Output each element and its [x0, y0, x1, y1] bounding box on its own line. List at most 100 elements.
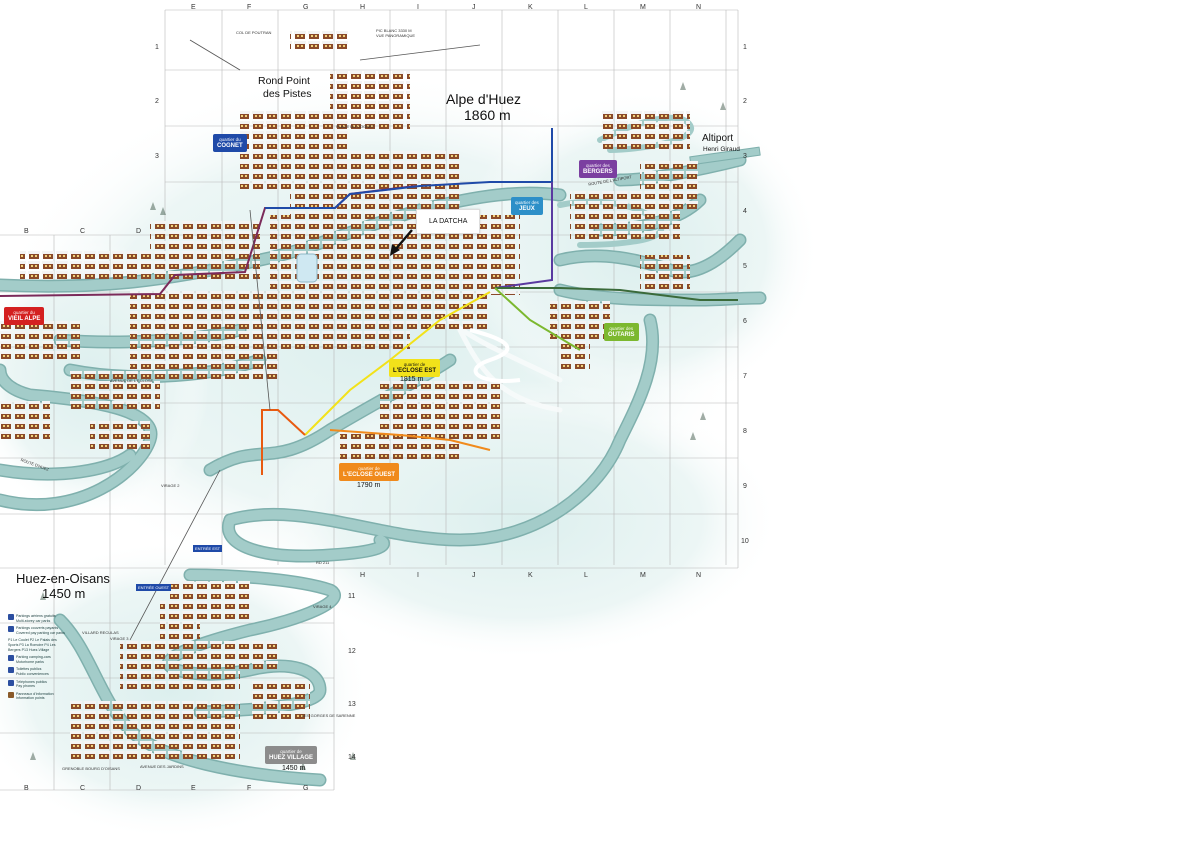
grid-col-label: D [136, 228, 142, 235]
grid-row-label: 13 [348, 701, 356, 708]
legend-sub: Information points [16, 696, 45, 701]
grid-row-label: 14 [348, 754, 356, 761]
label-entree-est: ENTRÉE EST [193, 545, 223, 552]
grid-col-label: N [696, 4, 702, 11]
place-name-alpe-dhuez: Alpe d'Huez [446, 91, 522, 107]
label-avenue-eclose: AVENUE DE L'ECLOSE [110, 378, 154, 383]
grid-col-label: F [247, 785, 252, 792]
label-villard-reculas: VILLARD RECULAS [82, 630, 119, 635]
quarter-badge-label: JEUX [519, 206, 535, 212]
quarter-badge-label: L'ECLOSE OUEST [343, 472, 396, 478]
label-rd-211: RD 211 [316, 560, 330, 565]
grid-row-label: 2 [155, 98, 159, 105]
camping-car-icon [8, 655, 14, 662]
grid-col-label: I [417, 4, 419, 11]
grid-col-label: L [584, 572, 588, 579]
label-gorges-sarenne: LES GORGES DE SARENNE [302, 713, 356, 718]
grid-row-label: 11 [348, 593, 356, 600]
grid-row-label: 2 [743, 98, 747, 105]
quarter-badge-sub: quartier de [280, 749, 302, 754]
quarter-badge-sub: quartier des [609, 326, 634, 331]
grid-col-label: E [191, 785, 196, 792]
legend-title: Parking camping-cars [16, 655, 51, 660]
grid-row-label: 6 [743, 318, 747, 325]
place-sub-altiport: Henri Giraud [703, 146, 740, 153]
legend-sub: Pay phones [16, 684, 35, 689]
place-altitude-alpe-dhuez: 1860 m [464, 107, 511, 123]
grid-col-label: L [584, 4, 588, 11]
legend-sub: Motorhome parks [16, 659, 44, 664]
quarter-badge-sub: quartier de [358, 466, 380, 471]
info-board-icon [8, 691, 14, 698]
legend-item: P1 Le Coulet P2 Le Palais des Sports P3 … [8, 638, 66, 652]
grid-col-label: M [640, 4, 646, 11]
legend-title: P1 Le Coulet P2 Le Palais des Sports P3 … [8, 638, 57, 652]
quarter-badge-label: VIEIL ALPE [8, 316, 41, 322]
location-arrow [390, 229, 413, 256]
grid-col-label: K [528, 572, 533, 579]
label-virage-2: VIRAGE 2 [161, 483, 180, 488]
grid-col-label: K [528, 4, 533, 11]
legend-title: Toilettes publics [16, 667, 42, 672]
legend-sub: Covered pay parking car parks [16, 630, 65, 635]
grid-col-label: J [472, 4, 476, 11]
legend-title: Parkings aériens gratuits [16, 614, 56, 618]
grid-col-label: H [360, 572, 366, 579]
grid-col-label: C [80, 228, 86, 235]
grid-col-label: F [247, 4, 252, 11]
grid-row-label: 1 [743, 44, 747, 51]
place-name-rond-point-2: des Pistes [263, 88, 312, 100]
grid-row-label: 4 [743, 208, 747, 215]
grid-row-label: 7 [743, 373, 747, 380]
altitude-huez-village: 1450 m [282, 765, 306, 772]
quarter-badge-sub: quartier des [515, 200, 539, 205]
grid-col-label: H [360, 4, 366, 11]
legend-sub: Multi-storey car parks [16, 618, 51, 623]
toilets-icon [8, 667, 14, 674]
grid-row-label: 1 [155, 44, 159, 51]
label-pic-blanc: PIC BLANC 3330 M [376, 28, 412, 33]
grid-row-label: 12 [348, 648, 356, 655]
parking-icon [8, 614, 14, 620]
grid-col-label: M [640, 572, 646, 579]
legend-title: Téléphones publics [16, 679, 47, 684]
place-name-rond-point: Rond Point [258, 75, 310, 87]
label-virage-4: VIRAGE 4 [313, 604, 332, 609]
quarter-boundaries [0, 128, 738, 475]
ski-slope [469, 328, 521, 383]
label-grenoble: GRENOBLE BOURG D'OISANS [62, 766, 120, 771]
label-virage-3: VIRAGE 3 [110, 636, 129, 641]
quarter-badge-label: BERGERS [583, 169, 613, 175]
place-altitude-huez: 1450 m [42, 586, 86, 601]
quarter-badge-sub: quartier des [585, 163, 610, 168]
legend-title: Panneaux d'information [16, 691, 54, 696]
grid-col-label: E [191, 4, 196, 11]
label-place-cognet: PLACE DU COGNET [336, 124, 375, 129]
trees [30, 82, 726, 770]
grid-col-label: D [136, 785, 142, 792]
quarter-badge-sub: quartier de [403, 362, 426, 367]
quarter-badge-label: OUTARIS [608, 332, 635, 338]
grid-row-label: 9 [743, 483, 747, 490]
label-col-poutran: COL DE POUTRAN [236, 30, 272, 35]
grid-row-label: 8 [743, 428, 747, 435]
grid-col-label: N [696, 572, 702, 579]
grid-row-label: 3 [743, 153, 747, 160]
grid-row-label: 5 [743, 263, 747, 270]
covered-parking-icon [8, 626, 14, 633]
grid-row-label: 10 [741, 538, 749, 545]
label-avenue-jardins: AVENUE DES JARDINS [140, 764, 184, 769]
